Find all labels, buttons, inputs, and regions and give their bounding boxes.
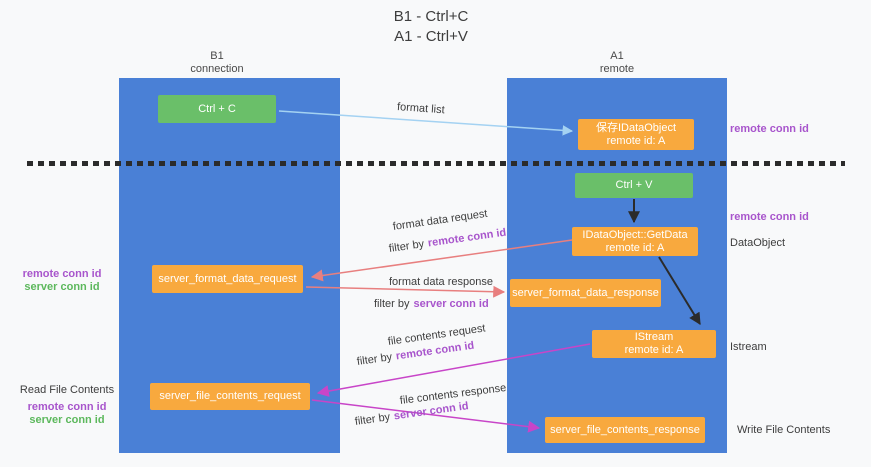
filter-by-text: filter by <box>374 298 410 310</box>
server-format-data-request-box: server_format_data_request <box>152 265 303 293</box>
getdata-line2: remote id: A <box>605 241 665 254</box>
getdata-line1: IDataObject::GetData <box>582 228 688 241</box>
lane-b1-subtitle: connection <box>190 63 244 75</box>
format-data-response-arrow-label: format data response <box>389 276 493 288</box>
title-line-2: A1 - Ctrl+V <box>394 28 468 45</box>
left-conn-id-labels: remote conn id server conn id <box>14 268 110 294</box>
server-conn-id-label-left: server conn id <box>24 281 100 293</box>
server-format-data-response-label: server_format_data_response <box>512 286 659 299</box>
save-idataobject-line1: 保存IDataObject <box>595 121 677 134</box>
server-conn-id-label-bottom-left: server conn id <box>29 414 105 426</box>
remote-conn-id-inline: remote conn id <box>427 226 507 250</box>
istream-box: IStream remote id: A <box>592 330 716 358</box>
diagram-title: B1 - Ctrl+C A1 - Ctrl+V <box>331 7 531 47</box>
ctrl-c-box: Ctrl + C <box>158 95 276 123</box>
idataobject-getdata-box: IDataObject::GetData remote id: A <box>572 227 698 256</box>
save-idataobject-line2: remote id: A <box>606 134 666 147</box>
title-line-1: B1 - Ctrl+C <box>393 8 469 25</box>
server-file-contents-request-box: server_file_contents_request <box>150 383 310 410</box>
server-file-contents-response-label: server_file_contents_response <box>550 423 700 436</box>
ctrl-v-box: Ctrl + V <box>575 173 693 198</box>
lane-a1-subtitle: remote <box>599 63 635 75</box>
server-format-data-request-label: server_format_data_request <box>158 272 297 285</box>
format-list-arrow-label: format list <box>396 101 446 117</box>
server-conn-id-inline: server conn id <box>413 298 489 310</box>
read-file-contents-label: Read File Contents <box>19 384 115 396</box>
server-format-data-response-box: server_format_data_response <box>510 279 661 307</box>
server-file-contents-response-box: server_file_contents_response <box>545 417 705 443</box>
session-divider-dashed-line <box>27 161 845 166</box>
lane-header-a1: A1 remote <box>557 50 677 76</box>
remote-conn-id-label-left: remote conn id <box>22 268 102 280</box>
server-file-contents-request-label: server_file_contents_request <box>159 390 301 402</box>
lane-b1-title: B1 <box>210 50 224 62</box>
ctrl-c-label: Ctrl + C <box>198 102 236 115</box>
istream-line2: remote id: A <box>624 344 684 356</box>
istream-line1: IStream <box>634 331 674 343</box>
remote-conn-id-label-top-right: remote conn id <box>730 123 809 135</box>
read-file-contents-group: Read File Contents remote conn id server… <box>16 384 118 427</box>
dataobject-label: DataObject <box>730 237 786 249</box>
filter-by-text: filter by <box>356 351 393 368</box>
filter-by-text: filter by <box>388 238 425 255</box>
filter-by-text: filter by <box>354 411 391 428</box>
istream-side-label: Istream <box>730 341 767 353</box>
ctrl-v-label: Ctrl + V <box>615 179 653 191</box>
lane-a1-title: A1 <box>610 50 624 62</box>
write-file-contents-label: Write File Contents <box>737 424 831 436</box>
lane-header-b1: B1 connection <box>157 50 277 76</box>
remote-conn-id-label-bottom-left: remote conn id <box>27 401 107 413</box>
remote-conn-id-label-mid-right: remote conn id <box>730 211 809 223</box>
save-idataobject-box: 保存IDataObject remote id: A <box>578 119 694 150</box>
